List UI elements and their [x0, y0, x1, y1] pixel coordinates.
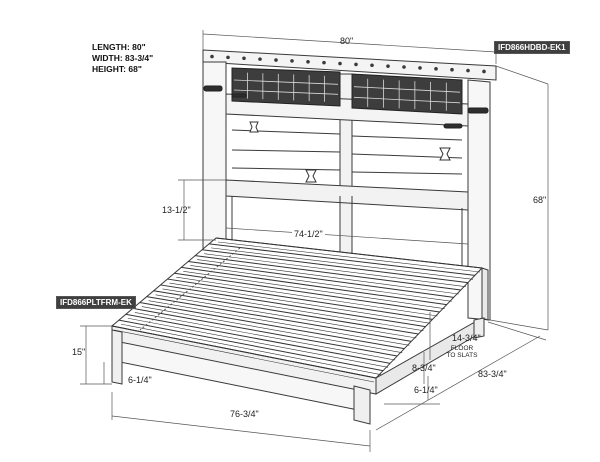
dim-headboard-clearance: 13-1/2" [162, 205, 191, 215]
spec-height: HEIGHT: 68" [92, 64, 142, 74]
spec-width: WIDTH: 83-3/4" [92, 53, 154, 63]
dim-rail-height: 8-3/4" [412, 363, 436, 373]
frame-part-number: IFD866PLTFRM-EK [56, 296, 136, 309]
spec-length: LENGTH: 80" [92, 42, 146, 52]
platform-frame [110, 237, 489, 425]
dim-top-width: 80" [340, 36, 354, 46]
dim-footboard-height: 15" [72, 347, 86, 357]
dim-inner-width: 74-1/2" [292, 229, 325, 239]
dim-leg-height-right: 6-1/4" [414, 385, 438, 395]
grille-right [351, 73, 463, 115]
dim-leg-height-left: 6-1/4" [128, 375, 152, 385]
grille-left [231, 67, 341, 107]
dim-overall-height: 68" [533, 195, 547, 205]
dimension-lines [80, 30, 549, 452]
dim-floor-to-slats-note: FLOOR TO SLATS [446, 345, 478, 360]
headboard-part-number: IFD866HDBD-EK1 [494, 41, 570, 54]
headboard [202, 49, 497, 321]
dim-overall-length: 83-3/4" [478, 369, 507, 379]
dim-floor-to-slats: 14-3/4" [452, 333, 481, 343]
dim-front-width: 76-3/4" [230, 409, 259, 419]
